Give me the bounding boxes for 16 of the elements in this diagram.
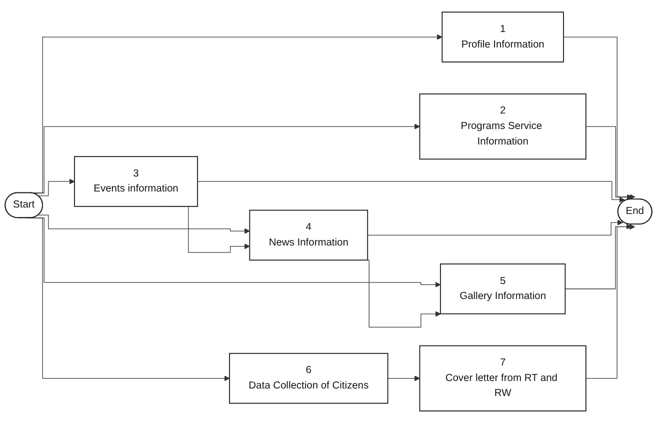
arrow	[586, 224, 636, 379]
arrow	[563, 36, 636, 200]
arrow	[197, 181, 625, 203]
arrow	[38, 214, 250, 234]
arrow	[586, 126, 632, 200]
node-box: 2 Programs Service Information	[419, 93, 586, 160]
arrow	[387, 376, 420, 382]
node-box: 3 Events information	[74, 156, 198, 207]
arrow	[564, 224, 632, 290]
node-box: 7 Cover letter from RT and RW	[419, 345, 586, 412]
node-box: 4 News Information	[249, 210, 368, 261]
arrow	[367, 220, 623, 236]
arrow	[38, 178, 75, 196]
node-box: 5 Gallery Information	[440, 263, 566, 314]
node-box: 6 Data Collection of Citizens	[229, 352, 388, 404]
node-box: 1 Profile Information	[442, 12, 564, 62]
